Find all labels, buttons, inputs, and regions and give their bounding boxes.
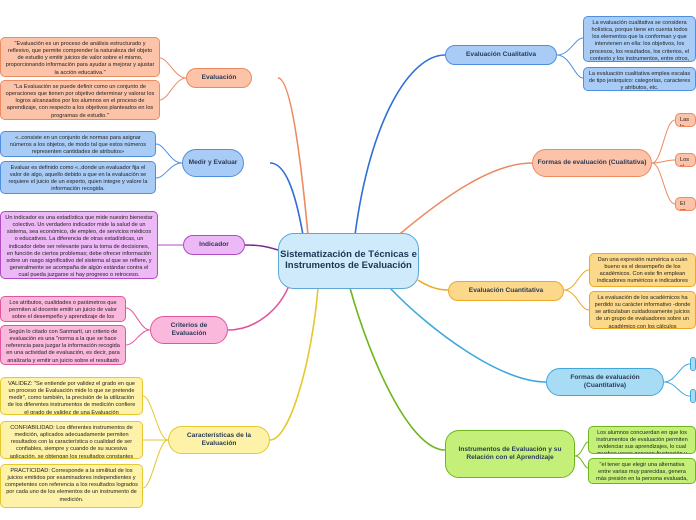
branch-formas-cualitativa[interactable]: Formas de evaluación (Cualitativa) [532, 149, 652, 177]
formas-cuali-leaf-2[interactable]: Los sí [675, 153, 696, 167]
formas-cuali-leaf-3[interactable]: El co [675, 197, 696, 211]
branch-criterios-label: Criterios de Evaluación [170, 322, 208, 337]
criterios-leaf-2[interactable]: Según lo citado con Sanmartí, un criteri… [0, 325, 126, 365]
connector-cuantitativa [417, 279, 449, 291]
branch-evaluacion-cualitativa[interactable]: Evaluación Cualitativa [445, 45, 557, 65]
connector-caracteristicas [269, 287, 319, 441]
formas-cuanti-leaf-1[interactable] [690, 357, 696, 371]
caracteristicas-leaf-practicidad[interactable]: PRACTICIDAD: Corresponde a la similitud … [0, 464, 143, 508]
caracteristicas-leaf-validez[interactable]: VALIDEZ: "Se entiende por validez el gra… [0, 377, 143, 415]
formas-cuanti-leaf-2[interactable] [690, 389, 696, 403]
cualitativa-leaf-1[interactable]: La evaluación cualitativa se considera h… [583, 16, 696, 62]
branch-criterios[interactable]: Criterios de Evaluación [150, 316, 228, 344]
central-topic-title: Sistematización de Técnicas e Instrument… [280, 249, 417, 271]
connector-cualitativa [354, 54, 446, 236]
connector-formas-cuanti [389, 287, 547, 383]
connector-instrumentos [349, 287, 446, 451]
indicador-leaf-1[interactable]: Un indicador es una estadística que mide… [0, 211, 158, 279]
connector-criterios [227, 282, 291, 331]
medir-leaf-1[interactable]: «..consiste en un conjunto de normas par… [0, 131, 156, 157]
branch-caracteristicas-label: Características de la Evaluación [186, 432, 252, 447]
medir-leaf-2[interactable]: Evaluar es definido como «..donde un eva… [0, 161, 156, 194]
connector-formas-cuali [394, 162, 533, 239]
branch-evaluacion[interactable]: Evaluación [186, 68, 252, 88]
evaluacion-leaf-2[interactable]: "La Evaluación se puede definir como un … [0, 80, 160, 120]
branch-evaluacion-cuantitativa-label: Evaluación Cuantitativa [468, 287, 544, 295]
branch-formas-cuantitativa-label: Formas de evaluación (Cuantitativa) [570, 374, 640, 389]
branch-formas-cuantitativa[interactable]: Formas de evaluación (Cuantitativa) [546, 368, 664, 396]
branch-caracteristicas[interactable]: Características de la Evaluación [168, 426, 270, 454]
branch-indicador-label: Indicador [199, 241, 229, 249]
evaluacion-leaf-1[interactable]: "Evaluación es un proceso de análisis es… [0, 37, 160, 77]
cuantitativa-leaf-2[interactable]: La evaluación de los académicos ha perdi… [589, 291, 696, 329]
formas-cuali-leaf-1[interactable]: Las le [675, 113, 696, 127]
connector-indicador [244, 244, 279, 251]
caracteristicas-leaf-confiabilidad[interactable]: CONFIABILIDAD: Los diferentes instrument… [0, 421, 143, 459]
central-topic[interactable]: Sistematización de Técnicas e Instrument… [278, 233, 419, 289]
branch-instrumentos[interactable]: Instrumentos de Evaluación y su Relación… [445, 430, 575, 478]
cualitativa-leaf-2[interactable]: La evaluación cualitativa emplea escalas… [583, 67, 696, 91]
branch-instrumentos-label: Instrumentos de Evaluación y su Relación… [458, 446, 562, 461]
branch-formas-cualitativa-label: Formas de evaluación (Cualitativa) [537, 159, 647, 167]
branch-evaluacion-cuantitativa[interactable]: Evaluación Cuantitativa [448, 281, 564, 301]
branch-medir-evaluar-label: Medir y Evaluar [188, 159, 238, 167]
connector-evaluacion [277, 77, 309, 236]
instrumentos-leaf-2[interactable]: "el tener que elegir una alternativa ent… [588, 458, 696, 484]
instrumentos-leaf-1[interactable]: Los alumnos concuerdan en que los instru… [588, 426, 696, 454]
branch-evaluacion-cualitativa-label: Evaluación Cualitativa [466, 51, 536, 59]
connector-medir [269, 162, 304, 236]
branch-medir-evaluar[interactable]: Medir y Evaluar [182, 149, 244, 177]
branch-indicador[interactable]: Indicador [183, 235, 245, 255]
cuantitativa-leaf-1[interactable]: Dan una expresión numérica a cuán bueno … [589, 253, 696, 287]
criterios-leaf-1[interactable]: Los atributos, cualidades o parámetros q… [0, 296, 126, 322]
branch-evaluacion-label: Evaluación [201, 74, 237, 82]
